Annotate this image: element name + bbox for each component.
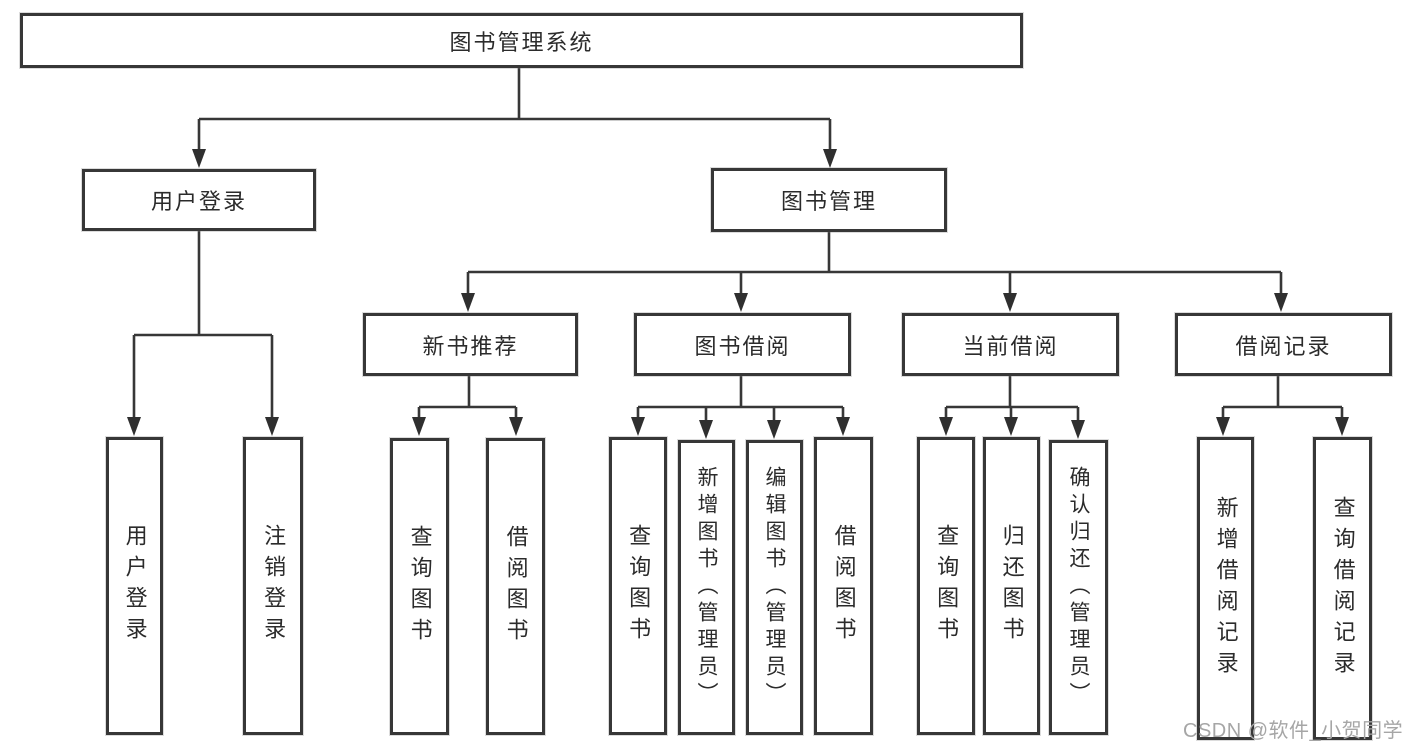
leaf-label: 新增图书（管理员） <box>695 466 719 709</box>
node-borrow-records: 借阅记录 <box>1175 313 1392 376</box>
leaf-label: 查询图书 <box>934 524 960 648</box>
leaf-add-borrow-record: 新增借阅记录 <box>1197 437 1254 740</box>
leaf-label: 用户登录 <box>122 524 148 648</box>
leaf-label: 注销登录 <box>261 524 287 648</box>
connector-book-borrow <box>636 376 845 422</box>
leaf-label: 编辑图书（管理员） <box>763 466 787 709</box>
leaf-label: 借阅图书 <box>831 524 857 648</box>
node-label: 借阅记录 <box>1235 333 1332 359</box>
node-label: 当前借阅 <box>962 333 1059 359</box>
leaf-label: 确认归还（管理员） <box>1067 466 1091 709</box>
node-label: 图书管理 <box>780 189 877 214</box>
leaf-label: 新增借阅记录 <box>1213 495 1239 682</box>
leaf-confirm-return-admin: 确认归还（管理员） <box>1049 440 1108 735</box>
leaf-label: 查询图书 <box>407 524 433 649</box>
node-user-login: 用户登录 <box>82 169 316 231</box>
connector-borrow-records <box>1221 376 1344 419</box>
node-book-borrow: 图书借阅 <box>634 313 851 376</box>
leaf-label: 查询图书 <box>626 524 652 648</box>
leaf-logout: 注销登录 <box>243 437 303 735</box>
connector-current-borrow <box>944 376 1080 422</box>
leaf-edit-books-admin: 编辑图书（管理员） <box>746 440 803 735</box>
node-book-management: 图书管理 <box>711 168 947 232</box>
leaf-query-books-2: 查询图书 <box>609 437 667 735</box>
leaf-query-books-3: 查询图书 <box>917 437 975 735</box>
connector-user-login <box>132 231 274 419</box>
connector-new-book <box>417 376 518 419</box>
leaf-query-books-1: 查询图书 <box>390 438 449 735</box>
node-label: 用户登录 <box>150 189 247 214</box>
leaf-add-books-admin: 新增图书（管理员） <box>678 440 735 735</box>
leaf-query-borrow-record: 查询借阅记录 <box>1313 437 1372 740</box>
node-system-root: 图书管理系统 <box>20 13 1023 68</box>
leaf-user-login: 用户登录 <box>106 437 163 735</box>
leaf-return-books: 归还图书 <box>983 437 1040 735</box>
node-label: 图书借阅 <box>694 333 791 359</box>
arrowheads <box>127 149 1349 439</box>
node-new-book-recommend: 新书推荐 <box>363 313 578 376</box>
node-current-borrow: 当前借阅 <box>902 313 1119 376</box>
leaf-label: 查询借阅记录 <box>1330 495 1356 682</box>
leaf-borrow-books-2: 借阅图书 <box>814 437 873 735</box>
leaf-label: 归还图书 <box>999 524 1025 648</box>
leaf-label: 借阅图书 <box>503 524 529 649</box>
watermark-text: CSDN @软件_小贺同学 <box>1183 720 1404 742</box>
leaf-borrow-books-1: 借阅图书 <box>486 438 545 735</box>
connector-root <box>197 68 832 150</box>
node-label: 新书推荐 <box>422 333 519 359</box>
connector-book-management <box>466 232 1283 295</box>
node-label: 图书管理系统 <box>449 29 594 55</box>
